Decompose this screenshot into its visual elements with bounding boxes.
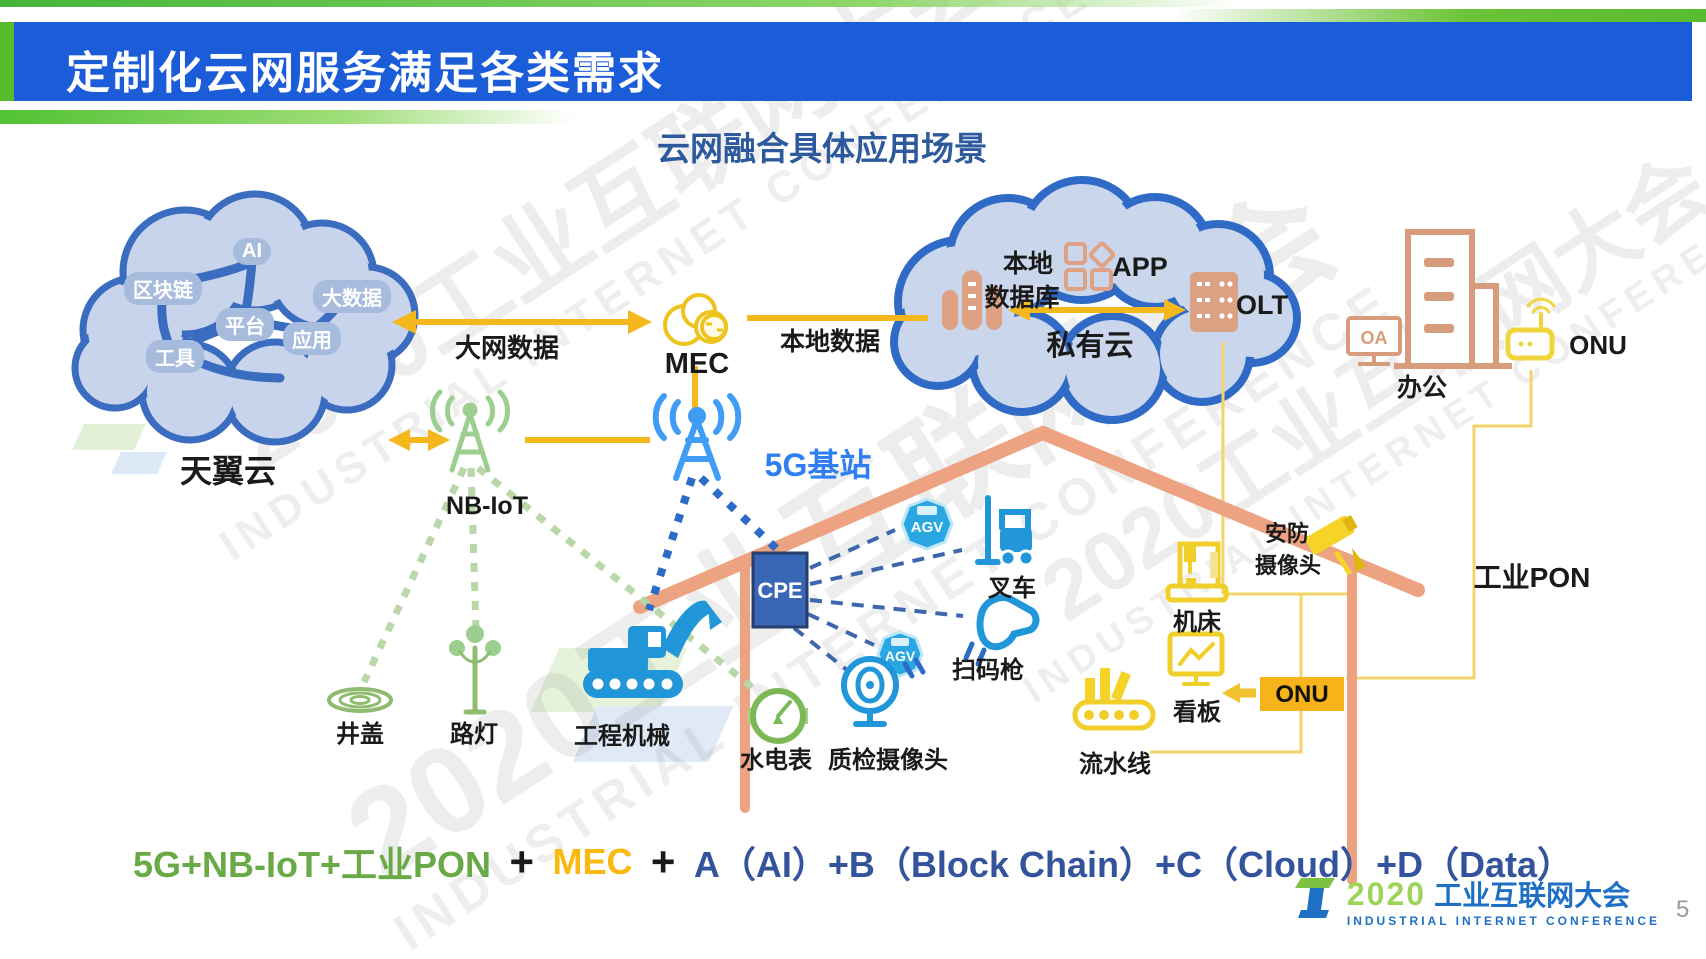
security-camera-icon bbox=[1305, 514, 1366, 576]
mec-label: MEC bbox=[664, 348, 730, 380]
conference-logo-mark bbox=[1294, 878, 1335, 918]
database-icon bbox=[942, 270, 1002, 330]
subtitle: 云网融合具体应用场景 bbox=[657, 130, 987, 167]
assembly-line-label: 流水线 bbox=[1079, 751, 1151, 778]
kanban-label: 看板 bbox=[1173, 699, 1221, 726]
nbiot-label: NB-IoT bbox=[446, 492, 528, 520]
street-lamp-icon bbox=[449, 625, 501, 715]
g5-label: 5G基站 bbox=[764, 447, 872, 483]
office-onu-label: ONU bbox=[1569, 330, 1627, 360]
qc-camera-label: 质检摄像头 bbox=[828, 747, 948, 774]
svg-text:CPE: CPE bbox=[757, 578, 802, 603]
scanner-label: 扫码枪 bbox=[952, 657, 1024, 684]
pon-wiring bbox=[1150, 342, 1533, 754]
footer-brand-en: INDUSTRIAL INTERNET CONFERENCE bbox=[1346, 914, 1660, 928]
machinery-label: 工程机械 bbox=[574, 723, 670, 750]
app-icon bbox=[1064, 241, 1116, 291]
formula-line: 5G+NB-IoT+工业PON + MEC + A（AI）+B（Block Ch… bbox=[0, 836, 1706, 888]
bubble-platform: 平台 bbox=[216, 308, 274, 341]
db-label-1: 本地 bbox=[1002, 250, 1054, 278]
security-cam-label-1: 安防 bbox=[1264, 521, 1310, 546]
excavator-icon bbox=[583, 600, 722, 698]
db-label-2: 数据库 bbox=[984, 284, 1060, 312]
office-label: 办公 bbox=[1396, 374, 1448, 402]
private-cloud-label: 私有云 bbox=[1046, 330, 1134, 362]
olt-icon bbox=[1190, 272, 1238, 332]
g5-tower-icon bbox=[652, 393, 742, 481]
wireless-links bbox=[360, 465, 964, 695]
oa-monitor-icon: OA bbox=[1346, 316, 1402, 366]
top-green-strip bbox=[0, 0, 1240, 7]
left-green-sliver bbox=[0, 22, 14, 101]
nbiot-tower-icon bbox=[430, 389, 510, 473]
top-right-green-strip bbox=[1170, 9, 1706, 22]
onu-arrow bbox=[1222, 683, 1256, 703]
footer-year: 2020 bbox=[1346, 876, 1427, 912]
formula-part-abcd: A（AI）+B（Block Chain）+C（Cloud）+D（Data） bbox=[693, 844, 1574, 885]
conference-logo: 2020 工业互联网大会 INDUSTRIAL INTERNET CONFERE… bbox=[1294, 874, 1660, 928]
svg-text:ONU: ONU bbox=[1275, 681, 1328, 708]
manhole-label: 井盖 bbox=[336, 721, 384, 748]
office-building-icon bbox=[1394, 229, 1512, 369]
qc-camera-icon bbox=[841, 656, 926, 727]
cpe-box: CPE bbox=[751, 551, 809, 629]
formula-plus: + bbox=[650, 838, 676, 885]
meter-label: 水电表 bbox=[740, 747, 812, 774]
formula-part-access: 5G+NB-IoT+工业PON bbox=[132, 844, 492, 885]
formula-plus: + bbox=[509, 838, 535, 885]
svg-text:AGV: AGV bbox=[911, 519, 944, 536]
page-title: 定制化云网服务满足各类需求 bbox=[66, 49, 664, 98]
bubble-app: 应用 bbox=[283, 322, 341, 355]
scanner-icon bbox=[963, 594, 1040, 667]
machine-tool-icon bbox=[1165, 541, 1229, 603]
meter-icon bbox=[748, 688, 808, 744]
tianyi-label: 天翼云 bbox=[179, 453, 277, 489]
mec-cloud-icon bbox=[663, 293, 728, 346]
page-number: 5 bbox=[1676, 896, 1690, 923]
formula-part-mec: MEC bbox=[552, 841, 633, 882]
forklift-icon bbox=[975, 495, 1035, 567]
bubble-tools: 工具 bbox=[146, 340, 204, 373]
title-bar: 定制化云网服务满足各类需求 bbox=[14, 22, 1692, 101]
machine-tool-label: 机床 bbox=[1173, 609, 1221, 636]
wan-data-label: 大网数据 bbox=[454, 333, 560, 363]
bubble-bigdata: 大数据 bbox=[313, 280, 391, 313]
office-onu-router-icon bbox=[1505, 297, 1556, 361]
security-cam-label-2: 摄像头 bbox=[1254, 553, 1322, 578]
olt-label: OLT bbox=[1236, 290, 1288, 320]
assembly-line-icon bbox=[1072, 668, 1156, 731]
forklift-label: 叉车 bbox=[988, 575, 1036, 602]
bubble-blockchain: 区块链 bbox=[124, 272, 202, 305]
footer-brand-cn: 工业互联网大会 bbox=[1434, 880, 1631, 911]
lamp-label: 路灯 bbox=[450, 721, 498, 748]
factory-onu-box: ONU bbox=[1260, 677, 1344, 711]
bubble-ai: AI bbox=[233, 238, 271, 265]
kanban-icon bbox=[1167, 631, 1225, 686]
svg-text:AGV: AGV bbox=[885, 648, 916, 664]
under-bar-green-band bbox=[0, 110, 575, 124]
manhole-icon bbox=[327, 687, 393, 713]
svg-text:OA: OA bbox=[1361, 328, 1388, 348]
local-data-label: 本地数据 bbox=[779, 328, 881, 356]
industrial-pon-label: 工业PON bbox=[1473, 562, 1591, 593]
app-label: APP bbox=[1112, 252, 1168, 282]
agv-icon: AGV bbox=[900, 497, 954, 551]
